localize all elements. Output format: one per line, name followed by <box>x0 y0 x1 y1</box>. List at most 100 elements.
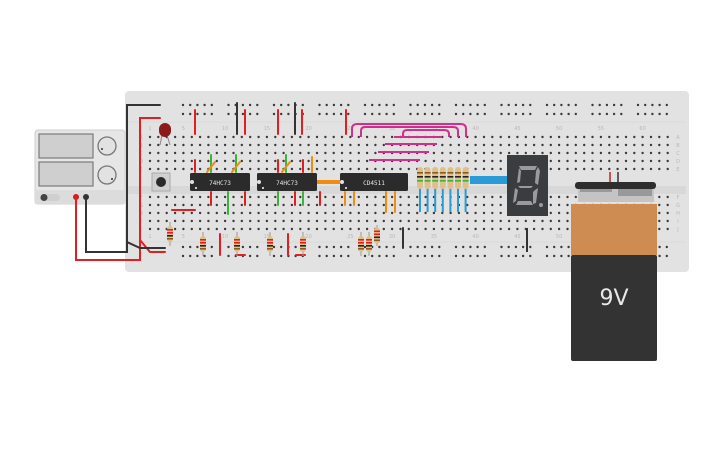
rail-hole[interactable] <box>612 103 616 107</box>
hole[interactable] <box>574 143 577 147</box>
hole[interactable] <box>532 227 536 231</box>
hole[interactable] <box>157 195 160 199</box>
hole[interactable] <box>466 195 469 199</box>
hole[interactable] <box>190 159 193 163</box>
hole[interactable] <box>299 135 302 139</box>
hole[interactable] <box>441 151 444 155</box>
hole[interactable] <box>282 143 285 147</box>
hole[interactable] <box>557 211 561 215</box>
hole[interactable] <box>274 211 277 215</box>
hole[interactable] <box>399 211 402 215</box>
hole[interactable] <box>299 227 302 231</box>
hole[interactable] <box>365 227 369 231</box>
hole[interactable] <box>432 151 436 155</box>
hole[interactable] <box>583 151 586 155</box>
hole[interactable] <box>357 203 360 207</box>
hole[interactable] <box>207 219 210 223</box>
hole[interactable] <box>466 159 469 163</box>
hole[interactable] <box>299 195 302 199</box>
hole[interactable] <box>198 151 202 155</box>
hole[interactable] <box>307 227 310 231</box>
hole[interactable] <box>399 219 402 223</box>
hole[interactable] <box>240 159 243 163</box>
hole[interactable] <box>608 151 611 155</box>
hole[interactable] <box>190 227 193 231</box>
hole[interactable] <box>649 167 653 171</box>
hole[interactable] <box>332 203 335 207</box>
rail-hole[interactable] <box>385 103 388 107</box>
hole[interactable] <box>257 195 260 199</box>
resistor[interactable] <box>167 222 173 246</box>
hole[interactable] <box>574 195 577 199</box>
hole[interactable] <box>340 151 344 155</box>
battery-9v[interactable]: 9V <box>571 172 657 361</box>
rail-hole[interactable] <box>280 245 283 249</box>
hole[interactable] <box>290 167 294 171</box>
hole[interactable] <box>198 219 202 223</box>
hole[interactable] <box>649 151 653 155</box>
hole[interactable] <box>357 219 360 223</box>
voltage-knob[interactable] <box>97 136 117 156</box>
rail-hole[interactable] <box>227 103 230 107</box>
hole[interactable] <box>516 135 519 139</box>
hole[interactable] <box>157 143 160 147</box>
hole[interactable] <box>207 195 210 199</box>
rail-hole[interactable] <box>553 254 556 258</box>
hole[interactable] <box>240 167 243 171</box>
hole[interactable] <box>257 203 260 207</box>
hole[interactable] <box>307 203 310 207</box>
rail-hole[interactable] <box>591 103 594 107</box>
hole[interactable] <box>499 219 502 223</box>
hole[interactable] <box>583 167 586 171</box>
rail-hole[interactable] <box>196 112 199 116</box>
hole[interactable] <box>441 211 444 215</box>
hole[interactable] <box>516 227 519 231</box>
hole[interactable] <box>148 135 152 139</box>
hole[interactable] <box>299 159 302 163</box>
rail-hole[interactable] <box>196 245 199 249</box>
hole[interactable] <box>274 203 277 207</box>
hole[interactable] <box>491 227 494 231</box>
hole[interactable] <box>357 227 360 231</box>
hole[interactable] <box>541 219 544 223</box>
hole[interactable] <box>549 167 552 171</box>
hole[interactable] <box>148 219 152 223</box>
rail-hole[interactable] <box>256 245 259 249</box>
hole[interactable] <box>390 135 394 139</box>
led[interactable] <box>159 123 171 146</box>
hole[interactable] <box>491 219 494 223</box>
hole[interactable] <box>658 227 661 231</box>
rail-hole[interactable] <box>514 112 518 116</box>
hole[interactable] <box>365 167 369 171</box>
rail-hole[interactable] <box>248 245 252 249</box>
hole[interactable] <box>616 167 619 171</box>
rail-hole[interactable] <box>483 112 486 116</box>
hole[interactable] <box>249 143 252 147</box>
hole[interactable] <box>399 227 402 231</box>
hole[interactable] <box>524 219 527 223</box>
orange-wire[interactable] <box>281 161 291 173</box>
hole[interactable] <box>557 195 561 199</box>
hole[interactable] <box>374 211 377 215</box>
hole[interactable] <box>240 203 243 207</box>
hole[interactable] <box>658 203 661 207</box>
rail-hole[interactable] <box>476 112 479 116</box>
ic-74hc73-1[interactable]: 74HC73 <box>190 173 250 191</box>
rail-hole[interactable] <box>507 103 510 107</box>
hole[interactable] <box>424 203 427 207</box>
hole[interactable] <box>182 143 185 147</box>
rail-hole[interactable] <box>248 103 252 107</box>
hole[interactable] <box>165 159 168 163</box>
hole[interactable] <box>249 211 252 215</box>
rail-hole[interactable] <box>272 254 276 258</box>
hole[interactable] <box>549 143 552 147</box>
rail-hole[interactable] <box>469 112 472 116</box>
hole[interactable] <box>666 211 669 215</box>
rail-hole[interactable] <box>507 112 510 116</box>
rail-hole[interactable] <box>423 254 427 258</box>
hole[interactable] <box>340 159 344 163</box>
rail-hole[interactable] <box>514 254 518 258</box>
rail-hole[interactable] <box>469 245 472 249</box>
hole[interactable] <box>549 211 552 215</box>
resistor[interactable] <box>358 232 364 256</box>
